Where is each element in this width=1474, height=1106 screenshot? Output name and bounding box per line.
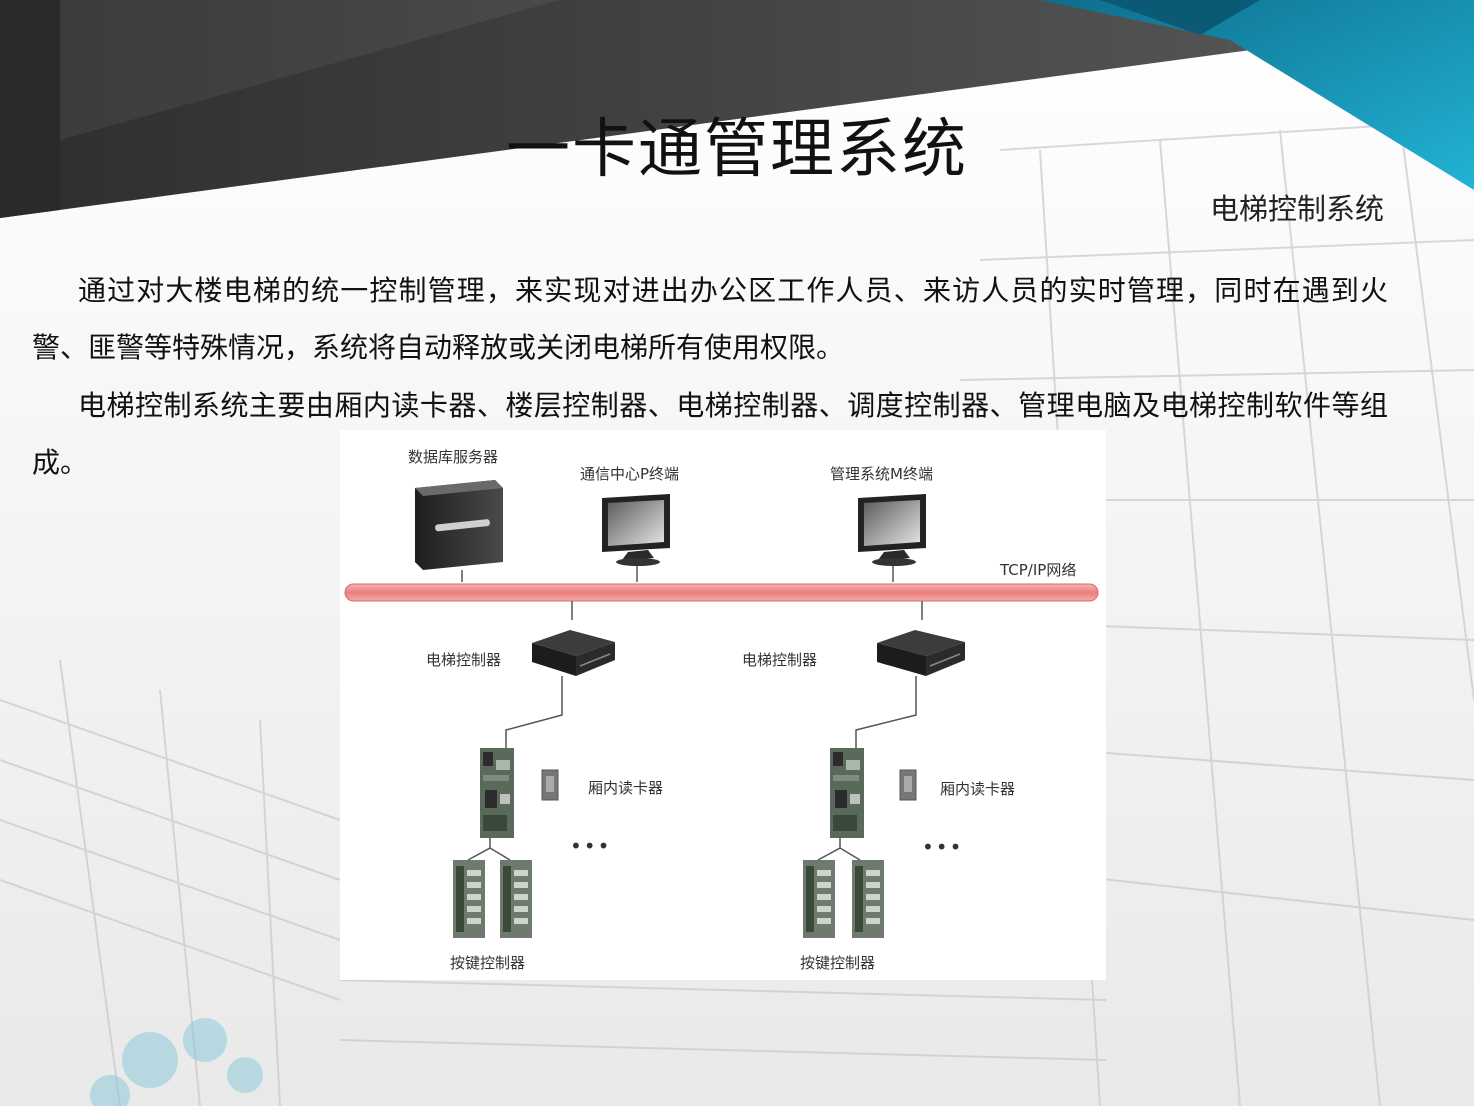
components-paragraph: 电梯控制系统主要由厢内读卡器、楼层控制器、电梯控制器、调度控制器、管理电脑及电梯… bbox=[32, 389, 1388, 479]
right-button-controller-2-icon bbox=[852, 860, 884, 938]
right-reader-label: 厢内读卡器 bbox=[940, 780, 1016, 798]
left-elevator-controller-icon bbox=[532, 630, 615, 676]
mgmt-terminal-label: 管理系统M终端 bbox=[830, 465, 933, 483]
right-floor-controller-board-icon bbox=[830, 748, 864, 838]
elevator-control-diagram: 数据库服务器 通信中心P终端 管理系统M终端 TCP/IP网络 电梯控制器 厢内… bbox=[340, 430, 1106, 980]
right-controller-label: 电梯控制器 bbox=[742, 651, 818, 669]
left-car-reader-icon bbox=[541, 769, 559, 801]
right-elevator-controller-icon bbox=[877, 630, 965, 676]
right-branch bbox=[803, 601, 965, 938]
page-title: 一卡通管理系统 bbox=[506, 113, 968, 187]
network-label: TCP/IP网络 bbox=[1000, 561, 1077, 579]
database-server-icon bbox=[415, 480, 503, 582]
right-car-reader-icon bbox=[899, 769, 917, 801]
right-button-controller-1-icon bbox=[803, 860, 835, 938]
mgmt-terminal-monitor-icon bbox=[858, 494, 926, 582]
left-buttons-label: 按键控制器 bbox=[450, 954, 526, 972]
left-floor-controller-board-icon bbox=[480, 748, 514, 838]
section-subtitle: 电梯控制系统 bbox=[1209, 192, 1384, 226]
right-buttons-label: 按键控制器 bbox=[800, 954, 876, 972]
intro-paragraph: 通过对大楼电梯的统一控制管理，来实现对进出办公区工作人员、来访人员的实时管理，同… bbox=[32, 274, 1388, 364]
left-button-controller-2-icon bbox=[500, 860, 532, 938]
right-more-ellipsis: ••• bbox=[922, 835, 964, 859]
comm-terminal-monitor-icon bbox=[602, 494, 670, 582]
left-controller-label: 电梯控制器 bbox=[426, 651, 502, 669]
network-bar bbox=[344, 583, 1099, 602]
diagram-graphics bbox=[344, 480, 1099, 938]
comm-terminal-label: 通信中心P终端 bbox=[580, 465, 680, 483]
left-more-ellipsis: ••• bbox=[570, 834, 612, 858]
left-reader-label: 厢内读卡器 bbox=[588, 779, 664, 797]
db-server-label: 数据库服务器 bbox=[408, 448, 499, 466]
left-button-controller-1-icon bbox=[453, 860, 485, 938]
left-branch bbox=[453, 601, 615, 938]
